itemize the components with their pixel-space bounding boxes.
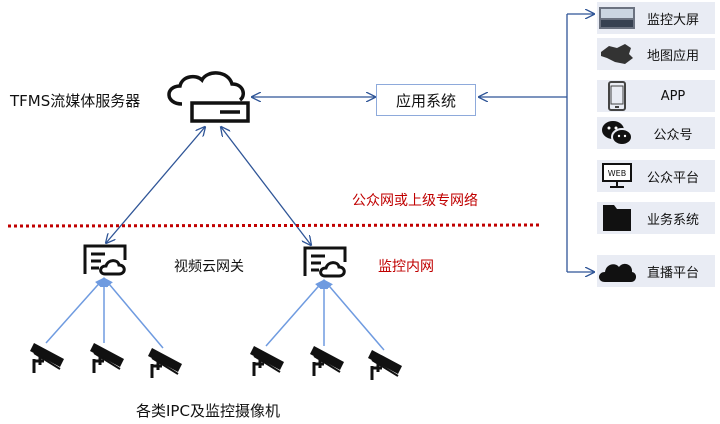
app-item-label: 公众平台 [646,170,699,186]
public-network-label: 公众网或上级专网络 [352,193,478,209]
app-system-box[interactable]: 应用系统 [376,84,476,116]
app-item-label: APP [660,88,686,104]
app-item-label: 公众号 [653,127,693,143]
china-map-icon [597,42,637,66]
camera-icon [90,343,124,373]
gateway-icon [303,246,347,278]
video-wall-icon [597,7,637,29]
network-divider [7,223,541,228]
internal-network-label: 监控内网 [378,259,434,275]
app-item-6[interactable]: 业务系统 [597,202,715,234]
gateway-icon [83,244,127,276]
app-item-7[interactable]: 直播平台 [597,255,715,287]
camera-links [45,277,385,351]
phone-icon [597,81,637,111]
web-monitor-icon: WEB [597,163,637,189]
folder-icon [597,204,637,232]
camera-icon [30,343,64,373]
camera-icon [148,348,182,378]
app-item-label: 业务系统 [646,212,699,228]
server-label: TFMS流媒体服务器 [10,92,141,110]
camera-icon [310,346,344,376]
cloud-server-icon [167,71,250,123]
gateway-label: 视频云网关 [174,259,244,275]
camera-icon [368,350,402,380]
app-item-1[interactable]: 监控大屏 [597,2,715,34]
app-item-5[interactable]: WEB 公众平台 [597,160,715,192]
app-item-label: 地图应用 [646,48,699,64]
cameras-label: 各类IPC及监控摄像机 [136,402,280,420]
cloud-icon [597,259,637,283]
app-item-3[interactable]: APP [597,80,715,112]
camera-icon [250,346,284,376]
app-item-2[interactable]: 地图应用 [597,38,715,70]
app-item-label: 直播平台 [646,265,699,281]
svg-text:WEB: WEB [608,169,626,178]
server-gateway2-arrow [221,127,311,245]
wechat-icon [597,119,637,147]
server-gateway1-arrow [106,127,205,243]
app-item-label: 监控大屏 [646,12,699,28]
app-item-4[interactable]: 公众号 [597,117,715,149]
